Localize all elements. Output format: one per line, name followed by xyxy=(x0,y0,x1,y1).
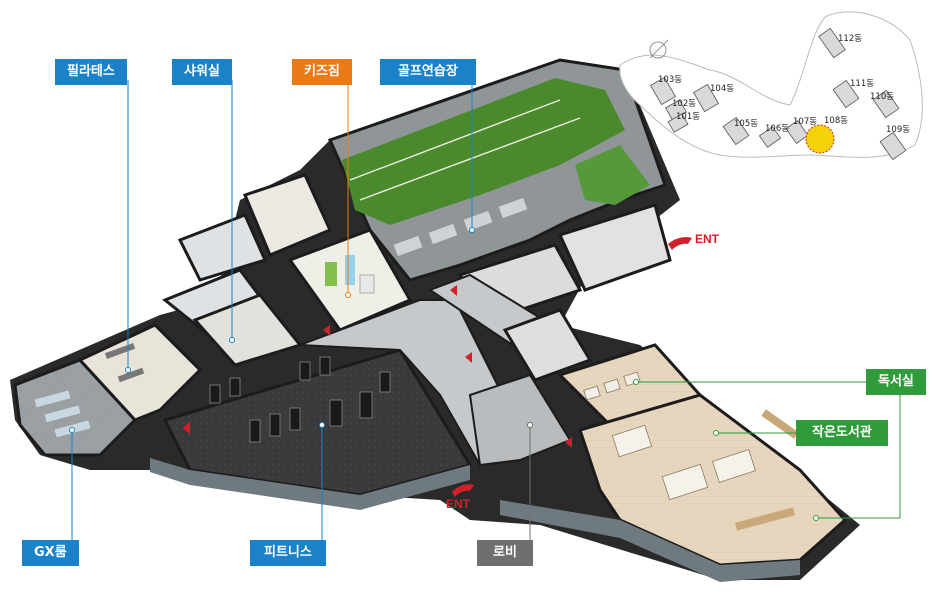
label-golf-range: 골프연습장 xyxy=(380,59,476,85)
kids-gym-equipment xyxy=(325,255,375,294)
label-fitness: 피트니스 xyxy=(250,540,326,566)
building-label-105: 105동 xyxy=(734,119,758,129)
leader-lines xyxy=(69,80,901,540)
library-window-band xyxy=(500,500,800,582)
restroom-right-floor xyxy=(502,308,593,382)
reading-room-desks xyxy=(583,371,641,401)
fitness-equipment xyxy=(209,356,391,443)
entrance-arrow-right xyxy=(668,237,692,250)
building-label-111: 111동 xyxy=(850,79,874,89)
north-indicator xyxy=(649,39,669,59)
building-label-107: 107동 xyxy=(793,117,817,127)
entrance-label-bottom: ENT xyxy=(446,497,470,511)
site-boundary xyxy=(619,11,923,158)
service-room-right-floor xyxy=(557,203,672,292)
shower-room-upper-floor xyxy=(177,213,268,282)
building-label-110: 110동 xyxy=(870,92,894,102)
building-label-112: 112동 xyxy=(838,34,862,44)
fitness-window-band xyxy=(150,458,470,510)
building-label-103: 103동 xyxy=(658,75,682,85)
library-shelves xyxy=(734,409,799,531)
label-lobby: 로비 xyxy=(477,540,533,566)
golf-range-turf-right xyxy=(575,145,650,205)
door-markers xyxy=(183,285,572,448)
label-small-library: 작은도서관 xyxy=(796,420,888,446)
label-kids-gym: 키즈짐 xyxy=(292,59,352,85)
library-tables xyxy=(611,424,756,501)
label-shower-room: 샤워실 xyxy=(172,59,232,85)
golf-range-turf xyxy=(342,78,625,225)
building-label-108: 108동 xyxy=(824,116,848,126)
lobby-floor xyxy=(468,373,572,467)
building-label-104: 104동 xyxy=(710,84,734,94)
current-location-marker xyxy=(805,124,835,154)
building-label-102: 102동 xyxy=(672,99,696,109)
locker-area-floor xyxy=(242,173,333,257)
label-pilates: 필라테스 xyxy=(55,59,127,85)
entrance-label-right: ENT xyxy=(695,232,719,246)
site-buildings xyxy=(650,27,907,161)
golf-practice-booths xyxy=(393,197,528,257)
label-gx-room: GX룸 xyxy=(22,540,79,566)
entrance-arrow-bottom xyxy=(452,484,474,497)
label-reading-room: 독서실 xyxy=(866,369,926,395)
building-label-101: 101동 xyxy=(676,112,700,122)
building-label-106: 106동 xyxy=(765,124,789,134)
building-label-109: 109동 xyxy=(886,125,910,135)
site-minimap: 112동 103동 104동 102동 101동 111동 110동 105동 … xyxy=(619,11,923,161)
golf-range-nets xyxy=(349,99,581,201)
